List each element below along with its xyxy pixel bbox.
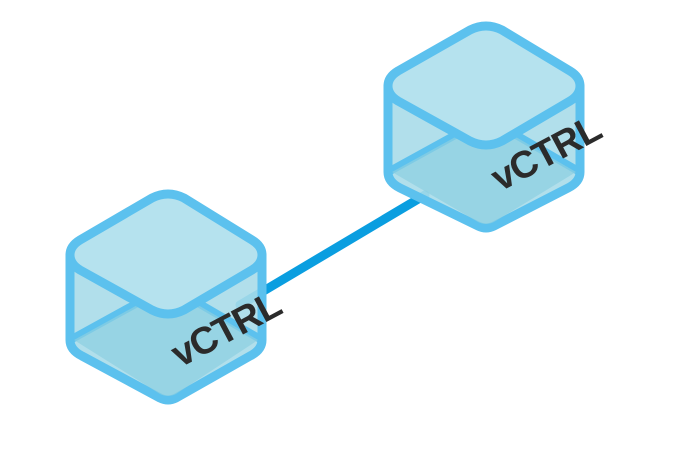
vctrl-node-left[interactable]: vCTRL [65,189,289,405]
cube-top-face [65,189,267,319]
vctrl-node-right[interactable]: vCTRL [383,21,609,233]
cube-bottom-face [74,294,258,396]
cube-bottom-face [392,126,576,224]
connection-link [235,190,430,310]
cube-top-face [383,21,585,150]
